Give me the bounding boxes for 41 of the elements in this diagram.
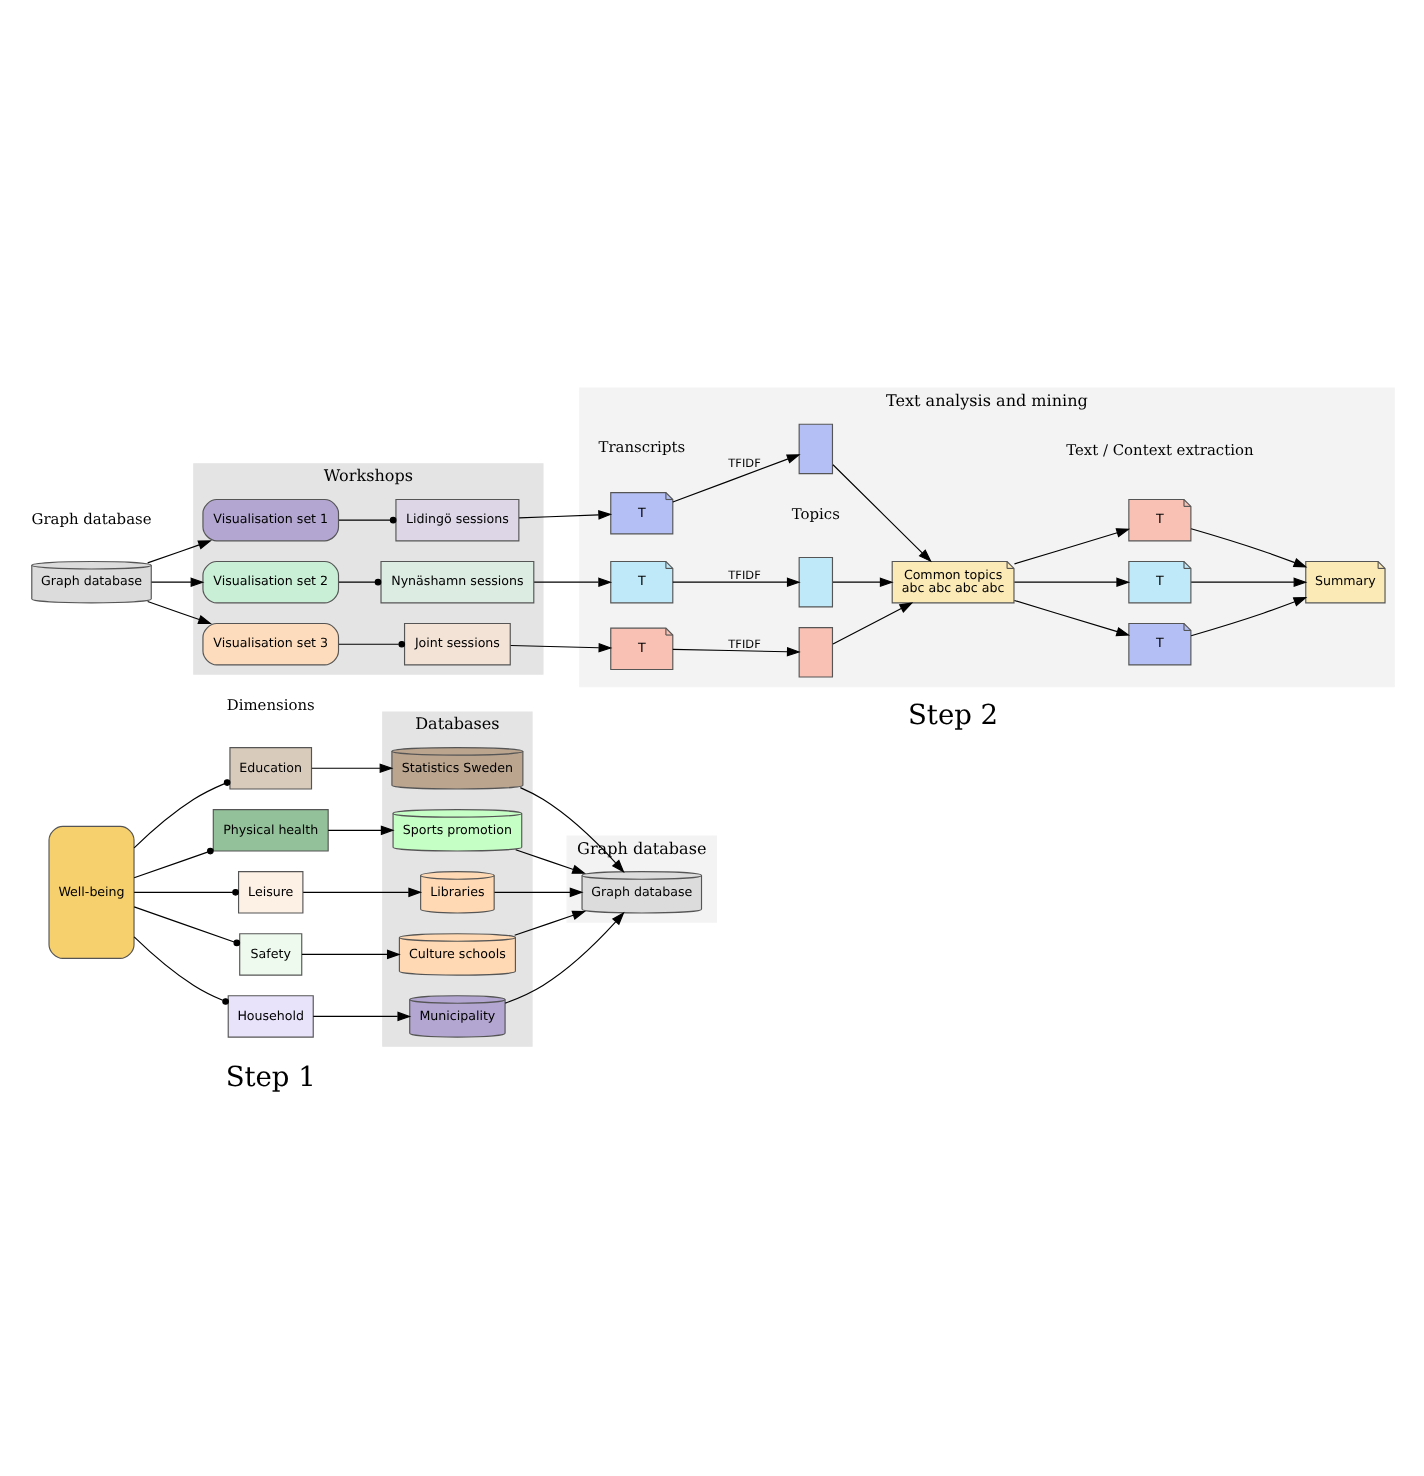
arrow — [503, 910, 624, 1003]
arrow — [1189, 595, 1307, 636]
connector — [337, 515, 396, 523]
connector — [132, 778, 230, 848]
arrow — [831, 463, 931, 562]
connector — [132, 935, 228, 1004]
label: Step 2 — [907, 698, 998, 731]
connector — [132, 846, 213, 878]
arrow — [831, 601, 913, 644]
arrow — [310, 762, 393, 773]
arrow — [1012, 576, 1130, 587]
label: Step 1 — [224, 1060, 315, 1093]
arrow — [301, 886, 422, 897]
arrow — [150, 576, 204, 587]
arrow — [300, 948, 400, 959]
arrow — [146, 599, 211, 624]
node-box — [797, 422, 833, 474]
arrow — [146, 539, 211, 563]
arrow — [514, 848, 585, 873]
arrow — [831, 576, 893, 587]
arrow — [311, 1010, 411, 1021]
arrow — [518, 786, 624, 872]
arrow — [517, 509, 612, 519]
connector — [337, 577, 381, 585]
arrow — [492, 886, 583, 897]
arrow — [671, 645, 800, 656]
arrow — [1189, 576, 1307, 587]
arrow — [509, 641, 612, 652]
arrow — [513, 909, 586, 935]
arrow — [671, 576, 800, 587]
connector — [132, 888, 238, 895]
arrow — [326, 824, 394, 835]
arrow — [1189, 527, 1307, 567]
connector — [132, 905, 240, 946]
arrow — [532, 576, 612, 587]
connector — [337, 639, 405, 647]
arrow — [1012, 527, 1130, 564]
node-box — [797, 555, 833, 607]
arrow — [1012, 598, 1130, 636]
arrow — [671, 453, 800, 502]
node-box — [797, 626, 833, 677]
